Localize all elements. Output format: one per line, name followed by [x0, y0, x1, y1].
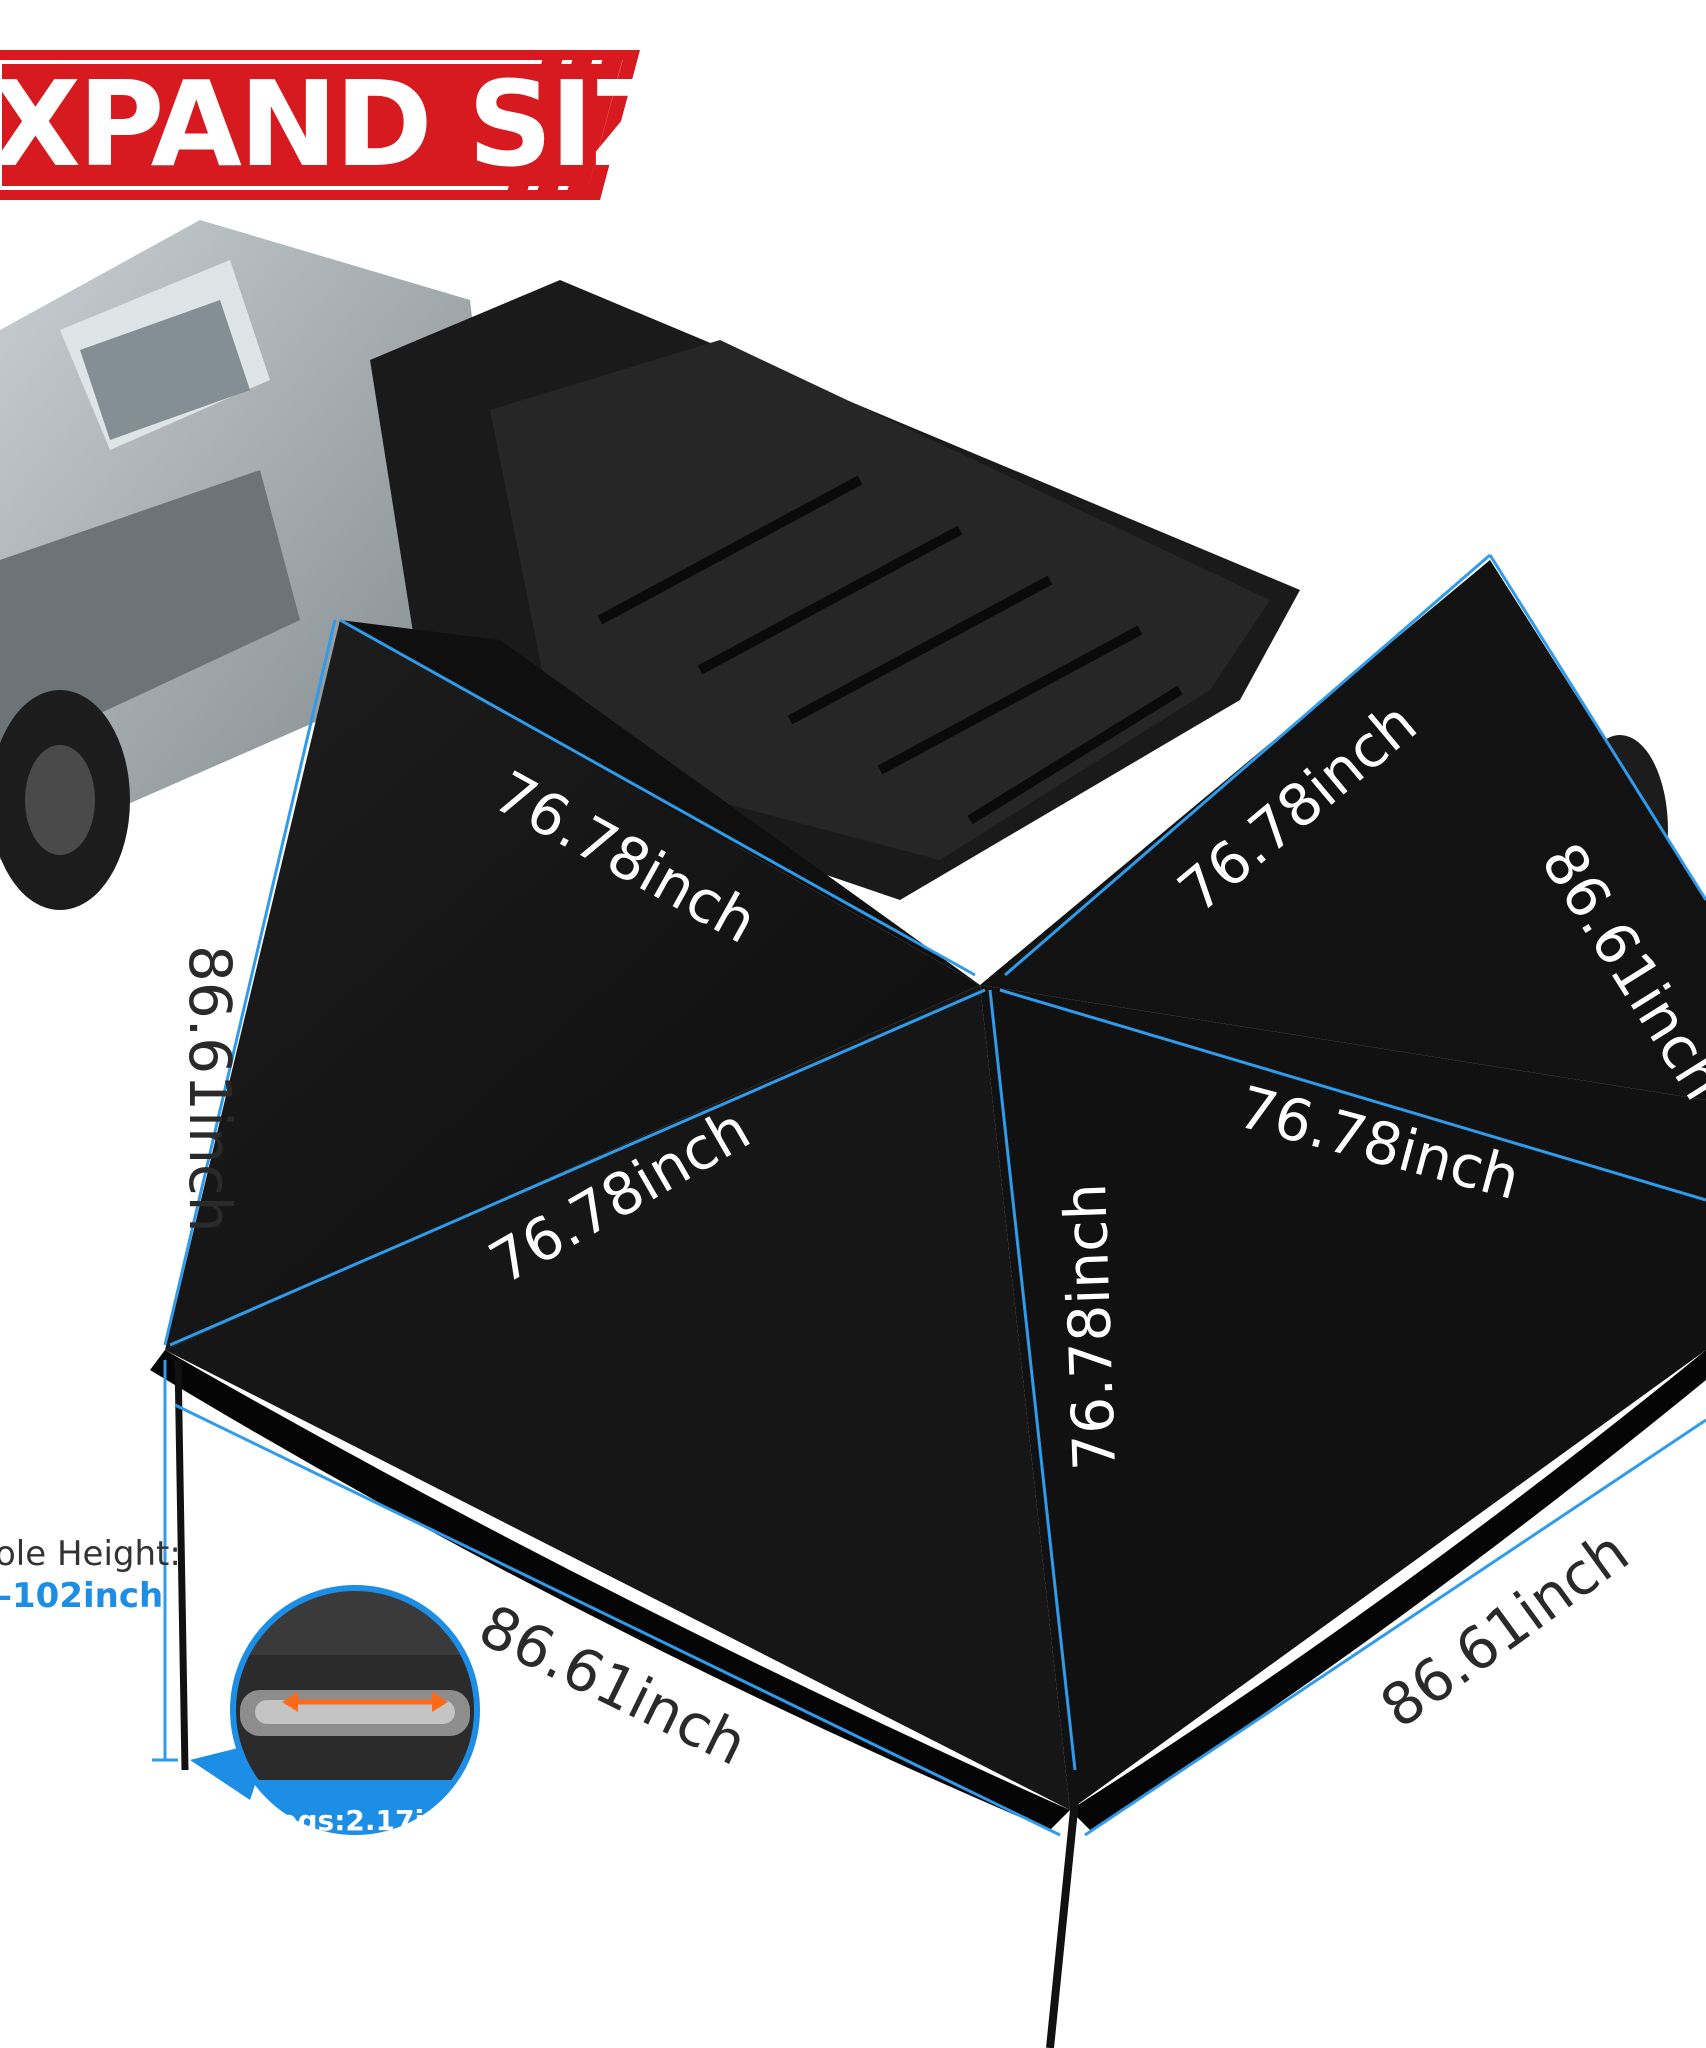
dimension-center-rib: 76.78inch [1051, 1182, 1129, 1472]
arrow-left-icon [282, 1692, 298, 1712]
pole-height-value: –102inch [0, 1576, 163, 1616]
banner-title: XPAND SIZE [0, 55, 751, 193]
vehicle [0, 220, 1668, 925]
banner-background [0, 50, 640, 200]
dimension-lines [152, 553, 1706, 1837]
expand-size-banner: XPAND SIZE [0, 50, 754, 200]
arrow-right-icon [432, 1692, 448, 1712]
pegs-length-label: Pegs:2.17inch [258, 1804, 481, 1837]
banner-stripes-icon [505, 50, 625, 200]
peg-detail-callout: Pegs:2.17inch [190, 1585, 481, 1837]
support-pole [174, 1359, 189, 1771]
dimension-left-side: 86.61inch [176, 945, 244, 1233]
support-pole [1046, 1799, 1079, 2048]
pole-height-label: ole Height: [0, 1534, 181, 1574]
awning [150, 560, 1706, 2048]
